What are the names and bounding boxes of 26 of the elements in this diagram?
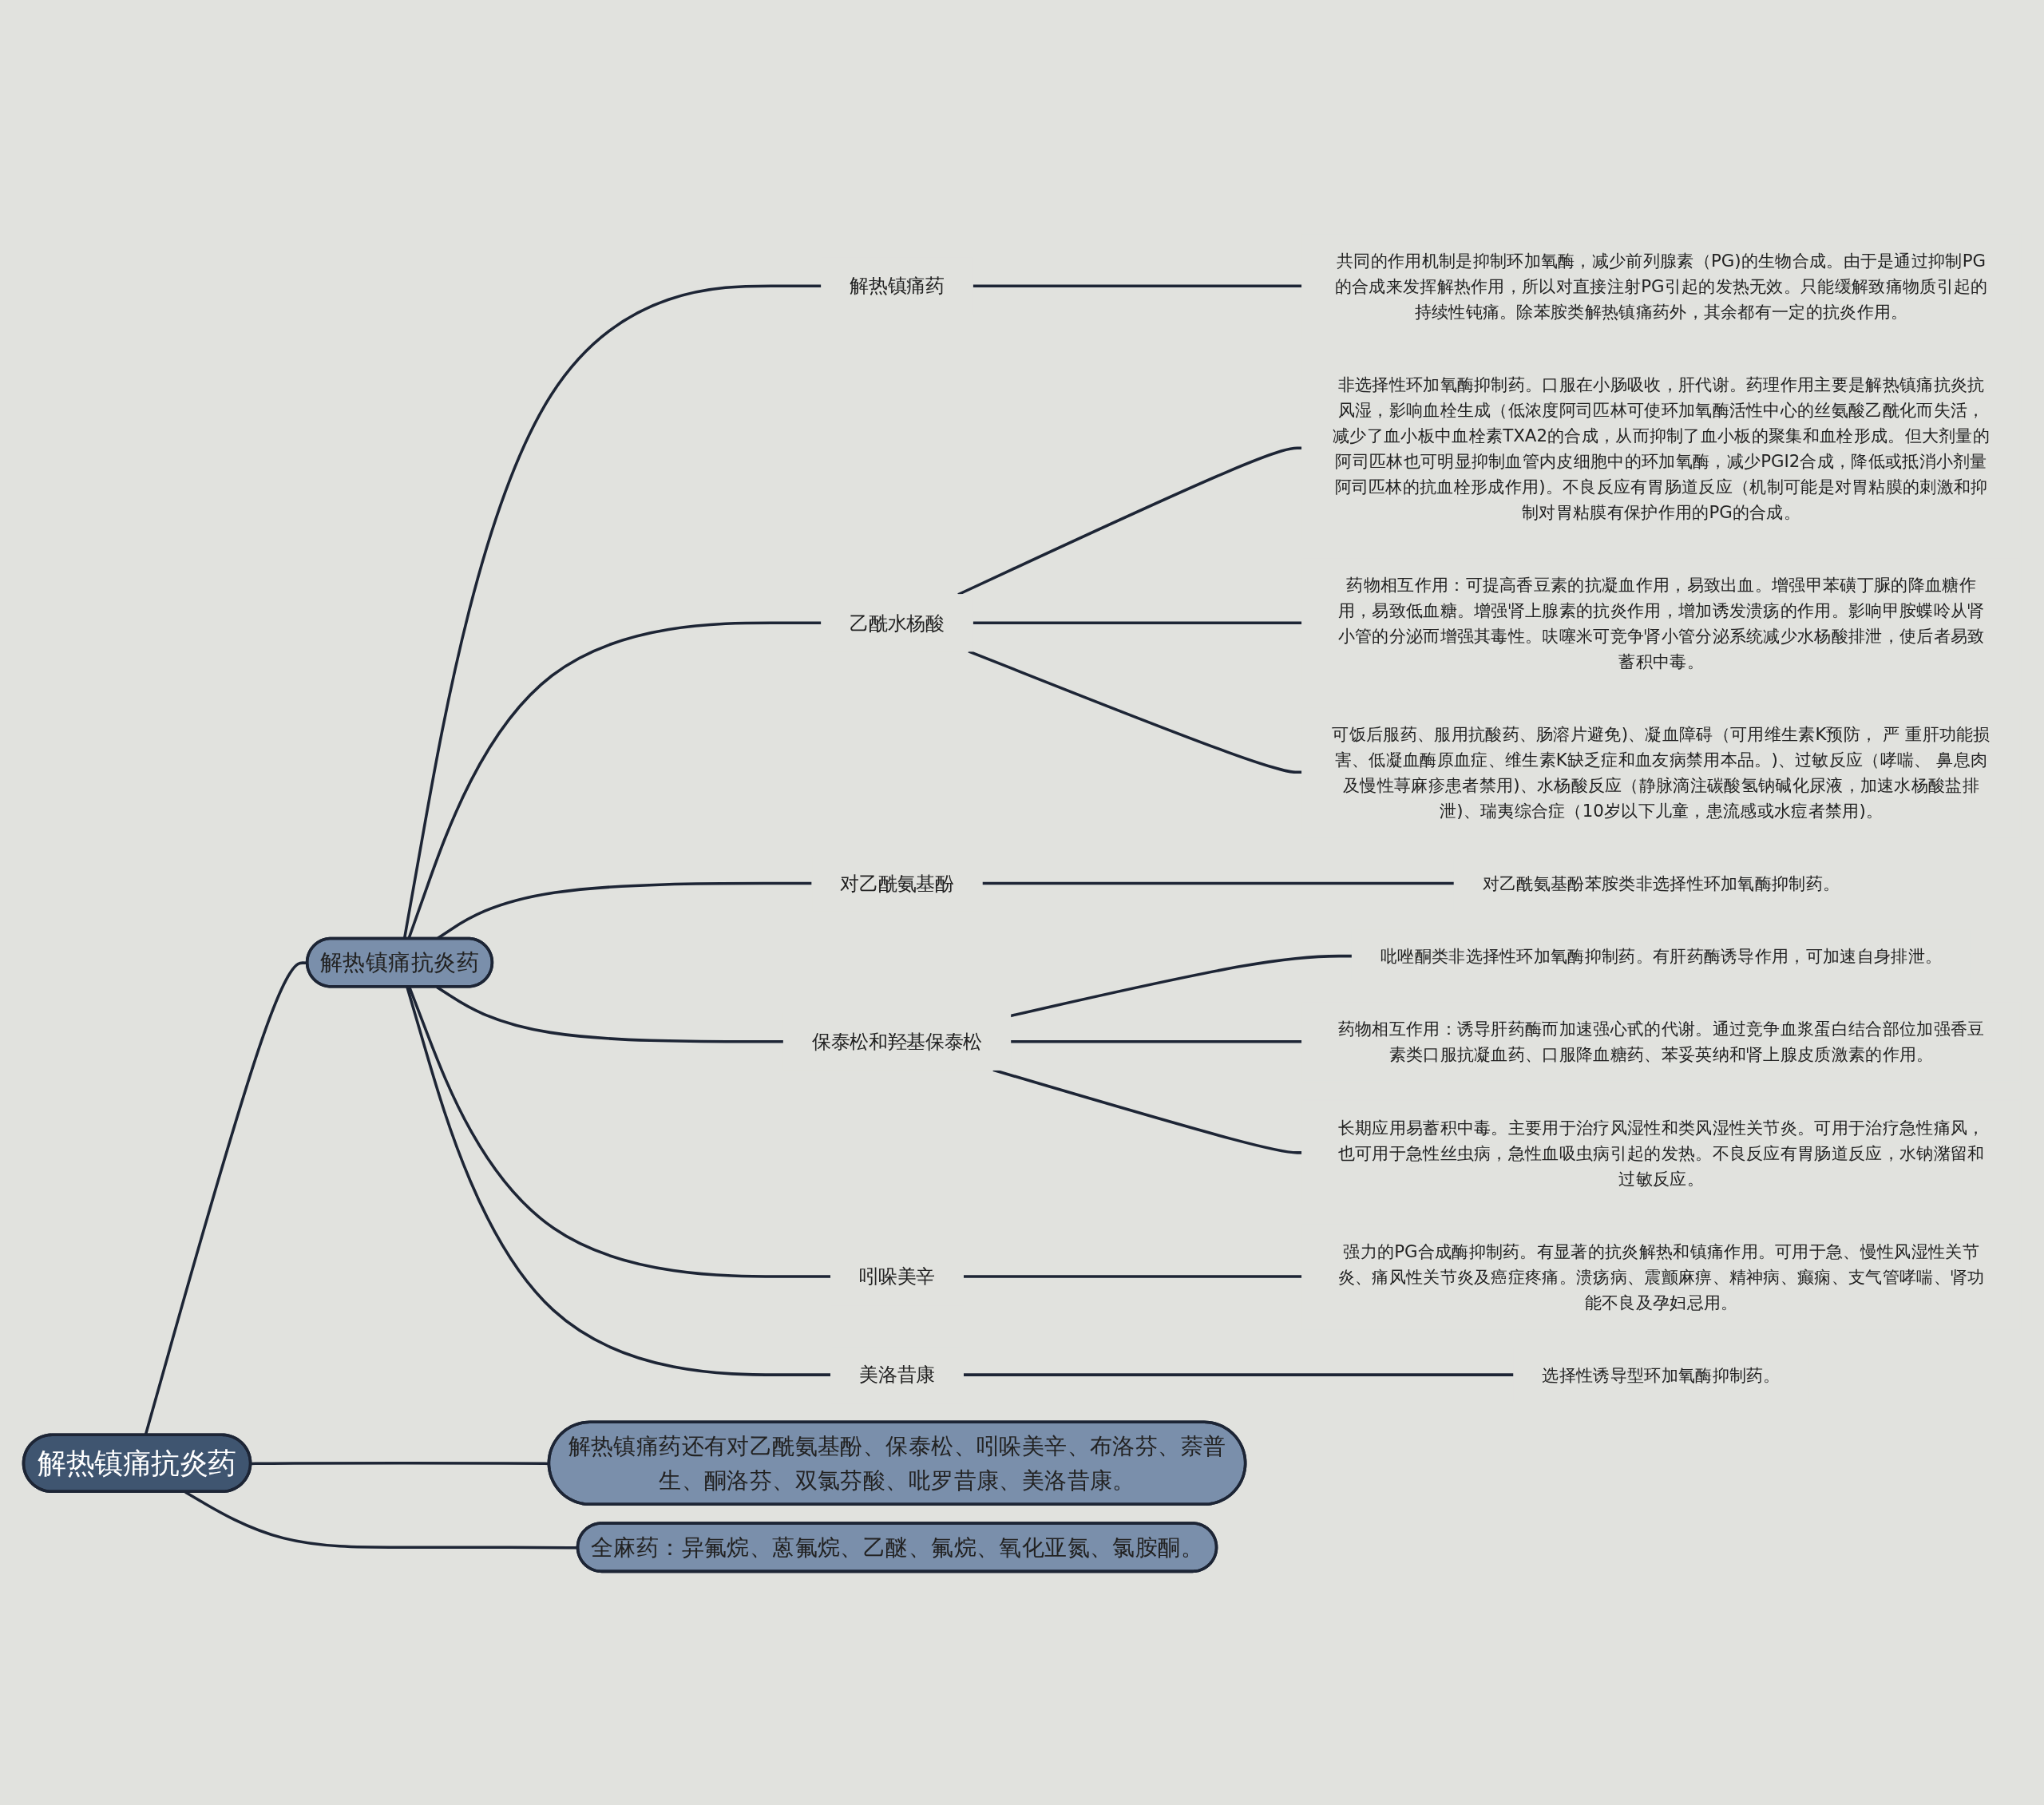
node-text: 吡唑酮类非选择性环加氧酶抑制药。有肝药酶诱导作用，可加速自身排泄。 — [1380, 946, 1943, 967]
connector — [972, 284, 1302, 287]
connector — [408, 986, 831, 1278]
connector — [1010, 954, 1353, 1018]
node-text: 长期应用易蓄积中毒。主要用于治疗风湿性和类风湿性关节炎。可用于治疗急性痛风，也可用于急性丝虫病，急性血吸虫病引起的发热。不良反应有胃肠道反应，水钠潴留和过敏反应。 — [1337, 1117, 1985, 1189]
node-text: 药物相互作用：诱导肝药酶而加速强心甙的代谢。通过竞争血浆蛋白结合部位加强香豆素类口服抗凝血药、口服降血糖药、苯妥英纳和肾上腺皮质激素的作用。 — [1337, 1019, 1985, 1065]
node-text: 解热镇痛药 — [850, 275, 945, 298]
connector — [1010, 1040, 1302, 1043]
node-text: 乙酰水杨酸 — [850, 612, 945, 635]
node-text: 对乙酰氨基酚苯胺类非选择性环加氧酶抑制药。 — [1482, 873, 1840, 893]
connector — [968, 650, 1302, 774]
connector — [963, 1373, 1514, 1376]
node-text: 美洛昔康 — [859, 1363, 935, 1387]
connector — [982, 881, 1455, 885]
node-text: 非选择性环加氧酶抑制药。口服在小肠吸收，肝代谢。药理作用主要是解热镇痛抗炎抗风湿，影响血栓生成（低浓度阿司匹林可使环加氧酶活性中心的丝氨酸乙酰化而失活，减少了血小板中血栓素TXA2的合成，从而抑制了血小板的聚集和血栓形成。但大剂量的阿司匹林也可明显抑制血管内皮细胞中的环加氧酶，减少PGI2合成，降低或抵消小剂量阿司匹林的抗血栓形成作用)。不良反应有胃肠道反应（机制可能是对胃粘膜的刺激和抑制对胃粘膜有保护作用的PG的合成。 — [1333, 374, 1991, 522]
node-text: 共同的作用机制是抑制环加氧酶，减少前列腺素（PG)的生物合成。由于是通过抑制PG的合成来发挥解热作用，所以对直接注射PG引起的发热无效。只能缓解致痛物质引起的持续性钝痛。除苯胺类解热镇痛药外，其余都有一定的抗炎作用。 — [1334, 250, 1988, 322]
node-text: 保泰松和羟基保泰松 — [811, 1030, 983, 1054]
node-text: 强力的PG合成酶抑制药。有显著的抗炎解热和镇痛作用。可用于急、慢性风湿性关节炎、痛风性关节炎及癌症疼痛。溃疡病、震颤麻痹、精神病、癫痫、支气管哮喘、肾功能不良及孕妇忌用。 — [1337, 1241, 1985, 1312]
node-text: 可饭后服药、服用抗酸药、肠溶片避免)、凝血障碍（可用维生素K预防， 严 重肝功能损害、低凝血酶原血症、维生素K缺乏症和血友病禁用本品。)、过敏反应（哮喘、 鼻息肉及慢性荨麻疹患者禁用)、水杨酸反应（静脉滴注碳酸氢钠碱化尿液，加速水杨酸盐排泄)、瑞夷综合症（10岁以下儿童，患流感或水痘者禁用)。 — [1332, 724, 1991, 821]
connector — [963, 1275, 1302, 1278]
node-text: 吲哚美辛 — [859, 1265, 935, 1288]
node-text: 选择性诱导型环加氧酶抑制药。 — [1542, 1364, 1781, 1385]
connector — [972, 621, 1302, 625]
node-text: 药物相互作用：可提高香豆素的抗凝血作用，易致出血。增强甲苯磺丁脲的降血糖作用，易致低血糖。增强肾上腺素的抗炎作用，增加诱发溃疡的作用。影响甲胺蝶呤从肾小管的分泌而增强其毒性。呋噻米可竞争肾小管分泌系统减少水杨酸排泄，使后者易致蓄积中毒。 — [1337, 574, 1985, 671]
node-text: 对乙酰氨基酚 — [840, 872, 954, 895]
connector — [406, 986, 831, 1376]
